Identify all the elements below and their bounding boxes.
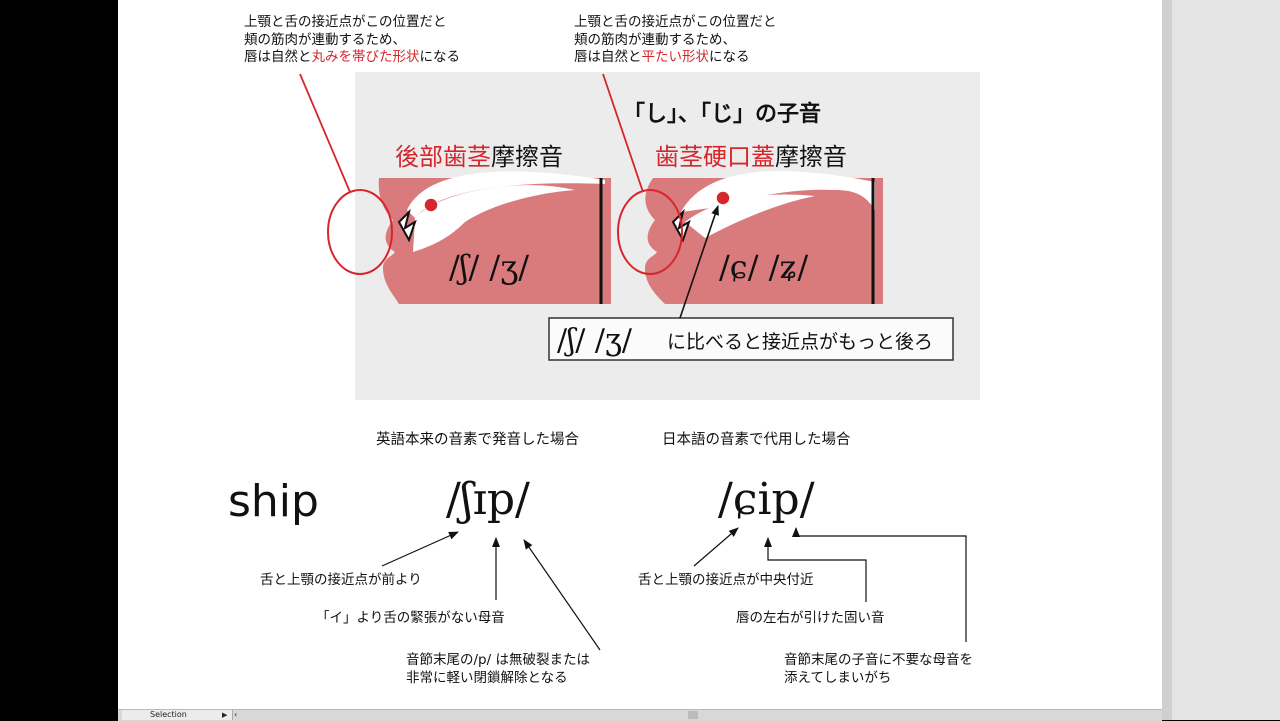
left-teeth [397,208,417,243]
right-panel [1162,0,1280,720]
note-line: 上顎と舌の接近点がこの位置だと [574,14,777,30]
left-articulation-label: 後部歯茎摩擦音 [395,143,563,171]
tool-mode-label: Selection [150,710,187,719]
note-line: 唇は自然と丸みを帯びた形状になる [244,49,460,65]
caption-symbols: /ʃ/ /ʒ/ [557,323,633,358]
left-contact-point [423,197,439,213]
arrow-epenthetic-vowel [792,527,967,642]
ipa-english: /ʃɪp/ [446,474,530,525]
right-ipa-symbols: /ɕ/ /ʑ/ [719,248,808,286]
note-line: 頬の筋肉が連動するため、 [244,31,406,48]
status-bar: Selection ▶ ‹ [118,709,1162,721]
tool-mode-field[interactable]: Selection [122,710,233,720]
caption-text: に比べると接近点がもっと後ろ [667,331,933,353]
left-ipa-symbols: /ʃ/ /ʒ/ [449,248,529,286]
caption-box [548,317,954,361]
left-lip-highlight-circle [327,189,393,275]
arrow-unreleased-p [523,539,601,651]
note-top-left: 上顎と舌の接近点がこの位置だと 頬の筋肉が連動するため、 唇は自然と丸みを帯びた… [244,14,460,67]
diagram-heading: 「し」、「じ」の子音 [623,101,821,127]
chevron-left-icon[interactable]: ‹ [234,710,238,719]
vertical-scrollbar[interactable] [1162,0,1172,720]
annotation-spread-lips: 唇の左右が引けた固い音 [736,610,885,626]
annotation-unreleased-p: 音節末尾の/p/ は無破裂または 非常に軽い閉鎖解除となる [406,652,590,686]
left-mouth-crosssection [378,171,611,304]
right-mouth-shape [645,178,883,304]
scroll-thumb[interactable] [688,711,698,719]
note-top-right: 上顎と舌の接近点がこの位置だと 頬の筋肉が連動するため、 唇は自然と平たい形状に… [574,14,777,67]
play-arrow-icon[interactable]: ▶ [222,711,228,719]
ipa-japanese: /ɕip/ [718,474,815,525]
left-tongue-gap [413,185,575,252]
arrow-front-contact [381,531,459,567]
caption-arrow [679,205,719,319]
annotation-lax-vowel: 「イ」より舌の緊張がない母音 [316,610,505,626]
note-line: 頬の筋肉が連動するため、 [574,31,736,48]
note-line: 唇は自然と平たい形状になる [574,49,750,65]
right-contact-point [715,190,731,206]
annotation-epenthetic-vowel: 音節末尾の子音に不要な母音を 添えてしまいがち [784,652,973,686]
word-ship: ship [228,476,319,527]
right-articulation-label: 歯茎硬口蓋摩擦音 [655,143,847,171]
arrow-central-contact [693,527,739,567]
right-lip-highlight-circle [617,189,683,275]
header-japanese-substitute: 日本語の音素で代用した場合 [662,432,851,448]
left-note-pointer [299,73,351,193]
annotation-front-contact: 舌と上顎の接近点が前より [260,572,422,588]
right-note-pointer [602,73,644,193]
left-palate [407,171,605,218]
annotation-central-contact: 舌と上顎の接近点が中央付近 [638,572,814,588]
arrow-spread-lips [764,537,867,602]
note-line: 上顎と舌の接近点がこの位置だと [244,14,447,30]
header-english-phonemes: 英語本来の音素で発音した場合 [376,432,579,448]
